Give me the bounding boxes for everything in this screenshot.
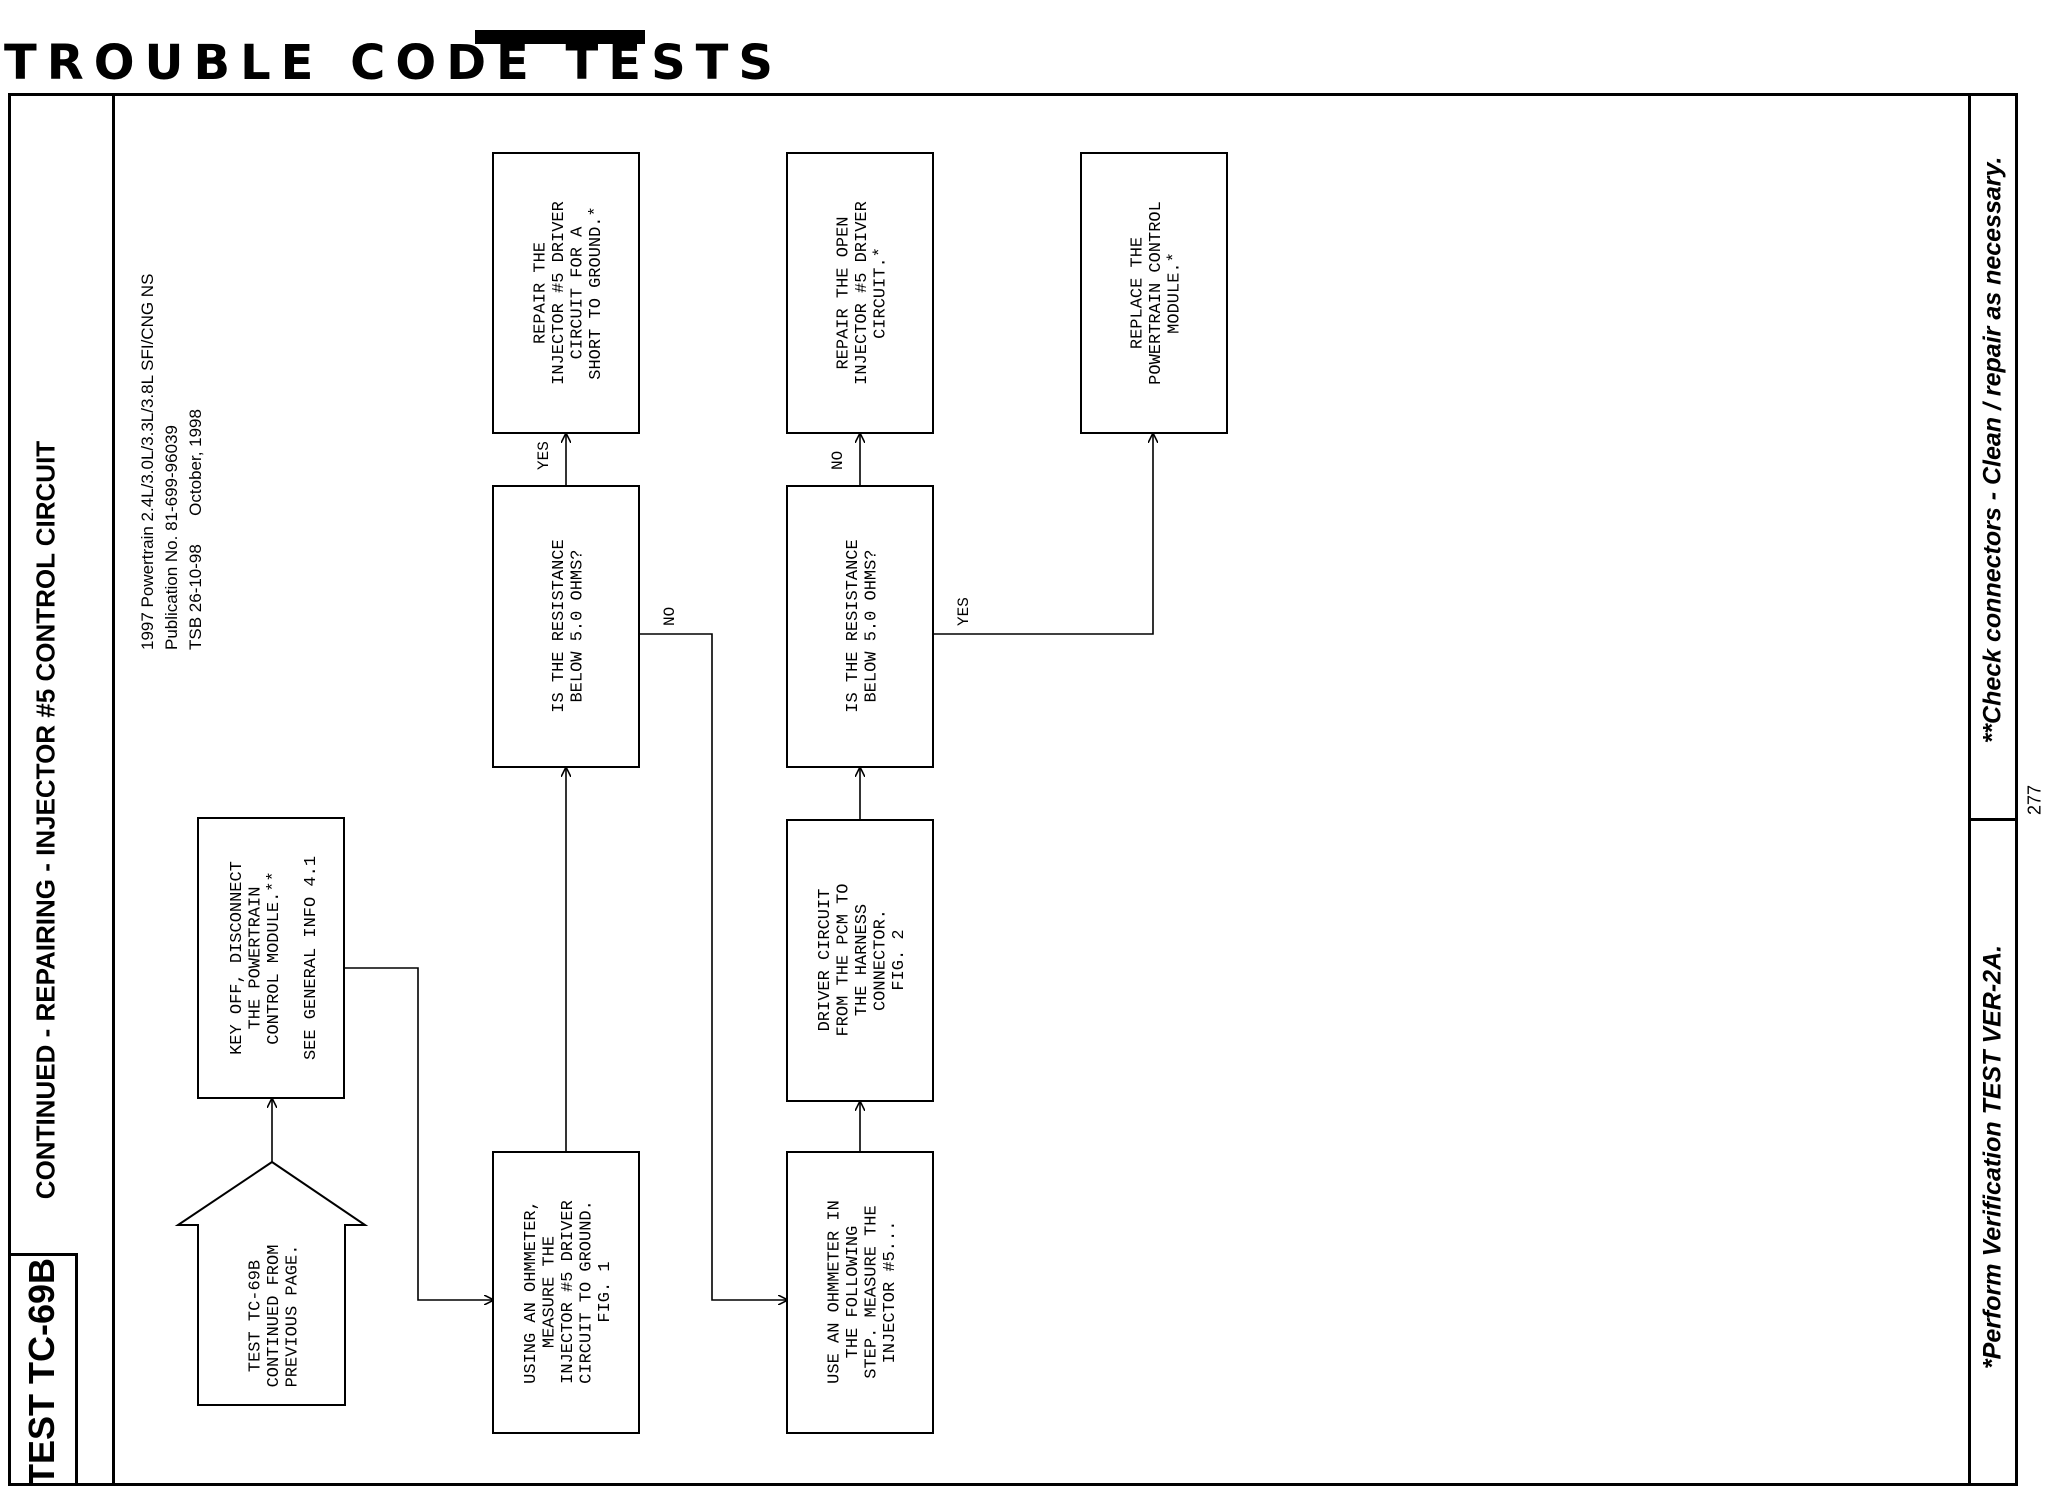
arrow-q2-yes	[933, 434, 1153, 635]
key-off-box	[197, 817, 345, 1099]
driver-circuit-box	[786, 819, 934, 1102]
start-pointer-box	[174, 1160, 369, 1406]
question-2-box	[786, 485, 934, 768]
title-column	[8, 93, 115, 1486]
banner-text: TROUBLE CODE TESTS	[4, 35, 783, 91]
label-q1-yes: YES	[535, 441, 553, 470]
box-text-line: IS THE RESISTANCE	[844, 539, 863, 712]
box-text-line: CONTINUED FROM	[265, 1245, 284, 1388]
box-text-line: FIG. 2	[890, 929, 909, 990]
code-box-divider	[75, 1253, 78, 1486]
box-text-line: THE POWERTRAIN	[247, 887, 266, 1030]
box-text-line: PREVIOUS PAGE.	[284, 1245, 303, 1388]
box-text-line: USING AN OHMMETER,	[522, 1200, 541, 1384]
box-text-line: CIRCUIT TO GROUND.	[578, 1200, 597, 1384]
label-q2-yes: YES	[955, 597, 973, 626]
box-text-line: STEP. MEASURE THE	[862, 1205, 881, 1378]
box-text-line: USE AN OHMMETER IN	[825, 1200, 844, 1384]
measure-ground-box	[492, 1151, 640, 1434]
title-divider	[8, 1253, 78, 1256]
box-text-line: REPAIR THE	[531, 242, 550, 344]
box-text-line: SEE GENERAL INFO 4.1	[302, 856, 321, 1060]
box-text-line: CONTROL MODULE.**	[265, 871, 284, 1044]
box-text-line: INJECTOR #5...	[881, 1221, 900, 1364]
box-text-line: FIG. 1	[596, 1261, 615, 1322]
note-divider	[1968, 818, 2018, 821]
box-text-line: BELOW 5.0 OHMS?	[568, 549, 587, 702]
box-text-line: MODULE.*	[1166, 252, 1185, 334]
box-text-line: IS THE RESISTANCE	[550, 539, 569, 712]
banner-bar	[475, 30, 645, 44]
box-text-line: CIRCUIT FOR A	[568, 226, 587, 359]
arrow-q1-no	[639, 633, 787, 1300]
box-text-line: CONNECTOR.	[872, 909, 891, 1011]
box-text-line: KEY OFF, DISCONNECT	[228, 861, 247, 1055]
box-text-line: FROM THE PCM TO	[835, 883, 854, 1036]
note-column	[1968, 93, 2018, 1486]
box-text-line: INJECTOR #5 DRIVER	[550, 201, 569, 385]
box-text-line: THE FOLLOWING	[844, 1226, 863, 1359]
box-text-line: REPAIR THE OPEN	[835, 216, 854, 369]
box-text-line: THE HARNESS	[853, 904, 872, 1016]
page-frame	[8, 93, 2018, 1486]
box-text-line: SHORT TO GROUND.*	[587, 206, 606, 379]
replace-pcm-box	[1080, 152, 1228, 434]
use-ohmmeter-box	[786, 1151, 934, 1434]
arrow-keyoff-to-measure	[344, 967, 493, 1300]
repair-short-box	[492, 152, 640, 434]
box-text-line: INJECTOR #5 DRIVER	[853, 201, 872, 385]
box-text-line: BELOW 5.0 OHMS?	[862, 549, 881, 702]
label-q1-no: NO	[661, 607, 679, 626]
trouble-code-tests-banner: TROUBLE CODE TESTS	[0, 0, 773, 100]
box-text-line: INJECTOR #5 DRIVER	[559, 1200, 578, 1384]
box-text-line: TEST TC-69B	[247, 1260, 266, 1372]
box-text-line: DRIVER CIRCUIT	[816, 889, 835, 1032]
label-q2-no: NO	[829, 451, 847, 470]
box-text-line: REPLACE THE	[1129, 237, 1148, 349]
box-text-line: CIRCUIT.*	[872, 247, 891, 339]
box-text-line: MEASURE THE	[541, 1236, 560, 1348]
box-text-line: POWERTRAIN CONTROL	[1147, 201, 1166, 385]
